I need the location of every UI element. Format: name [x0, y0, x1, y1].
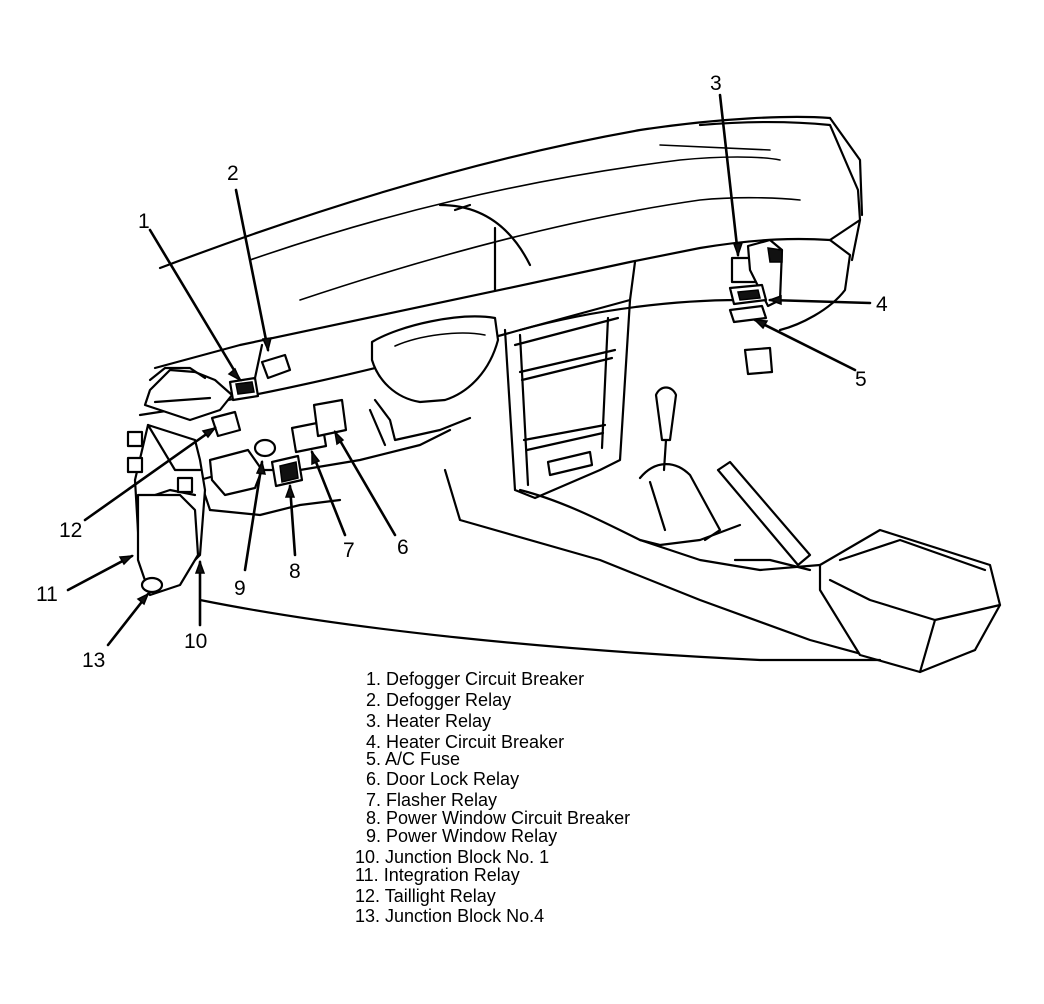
callout-7: 7 [343, 539, 355, 562]
legend-item-9: 9. Power Window Relay [366, 826, 557, 846]
ac-fuse [728, 304, 768, 324]
callout-10: 10 [184, 630, 207, 653]
dashboard-outline [138, 115, 864, 517]
legend-item-11: 11. Integration Relay [355, 865, 520, 885]
integration-relay [136, 493, 200, 597]
junction-block-4 [140, 576, 164, 594]
callout-9: 9 [234, 577, 246, 600]
legend-item-13: 13. Junction Block No.4 [355, 906, 544, 926]
legend-item-1: 1. Defogger Circuit Breaker [366, 669, 584, 689]
left-relay-cluster [126, 343, 348, 597]
power-window-relay [208, 448, 264, 497]
legend-item-7: 7. Flasher Relay [366, 790, 497, 810]
callout-numbers: 1 2 3 4 5 6 7 8 9 10 11 12 13 [36, 72, 888, 672]
leader-lines [66, 93, 872, 647]
legend-item-4: 4. Heater Circuit Breaker [366, 732, 564, 752]
right-relay-cluster [728, 238, 784, 376]
legend-item-8: 8. Power Window Circuit Breaker [366, 808, 630, 828]
legend-item-2: 2. Defogger Relay [366, 690, 511, 710]
callout-13: 13 [82, 649, 105, 672]
callout-6: 6 [397, 536, 409, 559]
callout-3: 3 [710, 72, 722, 95]
defogger-relay [260, 353, 292, 380]
callout-4: 4 [876, 293, 888, 316]
callout-8: 8 [289, 560, 301, 583]
taillight-relay [210, 410, 242, 438]
callout-12: 12 [59, 519, 82, 542]
legend-item-3: 3. Heater Relay [366, 711, 491, 731]
door-lock-relay [312, 398, 348, 438]
callout-5: 5 [855, 368, 867, 391]
center-console [198, 298, 1002, 674]
callout-11: 11 [36, 583, 58, 606]
legend: 1. Defogger Circuit Breaker 2. Defogger … [355, 669, 630, 926]
legend-item-5: 5. A/C Fuse [366, 749, 460, 769]
legend-item-6: 6. Door Lock Relay [366, 769, 519, 789]
callout-1: 1 [138, 210, 150, 233]
legend-item-12: 12. Taillight Relay [355, 886, 496, 906]
legend-item-10: 10. Junction Block No. 1 [355, 847, 549, 867]
callout-2: 2 [227, 162, 239, 185]
